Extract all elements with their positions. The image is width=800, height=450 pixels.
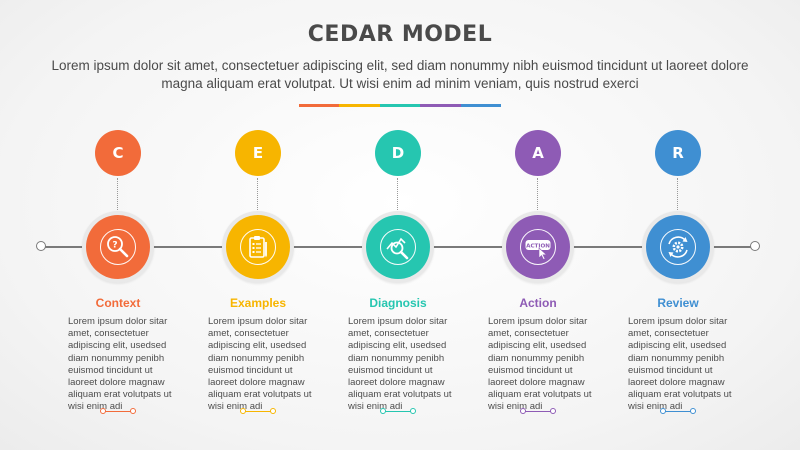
mini-connector <box>384 411 412 413</box>
page-title: CEDAR MODEL <box>307 22 493 47</box>
step-review: R Review Lorem ipsum dolor sitar amet, c… <box>608 0 748 450</box>
mini-dot-right <box>550 408 556 414</box>
dotted-connector <box>117 178 118 212</box>
svg-text:?: ? <box>112 241 117 251</box>
step-letter-badge: C <box>95 130 141 176</box>
action-icon-label: ACTION <box>526 244 550 250</box>
timeline-end-dot <box>750 241 760 251</box>
icon-ring <box>520 229 556 265</box>
step-examples: E Examples Lorem ipsum dolor sitar amet,… <box>188 0 328 450</box>
mini-dot-right <box>130 408 136 414</box>
dotted-connector <box>677 178 678 212</box>
step-context: C ? Context Lorem ipsum dolor sitar amet… <box>48 0 188 450</box>
step-letter-badge: R <box>655 130 701 176</box>
dotted-connector <box>397 178 398 212</box>
icon-ring <box>240 229 276 265</box>
mini-dot-right <box>690 408 696 414</box>
mini-dot-right <box>270 408 276 414</box>
step-description: Lorem ipsum dolor sitar amet, consectetu… <box>628 316 732 413</box>
title-underline-segment <box>299 104 340 107</box>
step-description: Lorem ipsum dolor sitar amet, consectetu… <box>68 316 172 413</box>
dotted-connector <box>537 178 538 212</box>
step-title: Context <box>95 296 141 310</box>
step-title: Examples <box>229 296 287 310</box>
title-underline <box>299 104 502 107</box>
title-underline-segment <box>379 104 421 107</box>
title-underline-segment <box>460 104 502 107</box>
mini-dot-left <box>100 408 106 414</box>
mini-dot-left <box>240 408 246 414</box>
step-description: Lorem ipsum dolor sitar amet, consectetu… <box>348 316 452 413</box>
step-letter-badge: A <box>515 130 561 176</box>
chart-magnifier-icon <box>386 237 409 260</box>
icon-ring <box>100 229 136 265</box>
mini-dot-left <box>660 408 666 414</box>
mini-dot-right <box>410 408 416 414</box>
step-description: Lorem ipsum dolor sitar amet, consectetu… <box>208 316 312 413</box>
icon-ring <box>660 229 696 265</box>
step-title: Review <box>657 296 699 310</box>
step-title: Diagnosis <box>369 296 427 310</box>
step-diagnosis: D Diagnosis Lorem ipsum dolor sitar amet… <box>328 0 468 450</box>
step-action: A ACTION Action Lorem ipsum dolor sitar … <box>468 0 608 450</box>
title-underline-segment <box>420 104 461 107</box>
clipboard-checklist-icon <box>249 236 267 258</box>
icon-ring <box>380 229 416 265</box>
step-letter-badge: D <box>375 130 421 176</box>
step-letter-badge: E <box>235 130 281 176</box>
title-underline-segment <box>339 104 380 107</box>
mini-dot-left <box>520 408 526 414</box>
action-button-cursor-icon: ACTION <box>525 240 551 260</box>
step-title: Action <box>519 296 557 310</box>
mini-dot-left <box>380 408 386 414</box>
mini-connector <box>244 411 272 413</box>
magnifier-question-icon: ? <box>107 236 129 258</box>
mini-connector <box>104 411 132 413</box>
dotted-connector <box>257 178 258 212</box>
mini-connector <box>664 411 692 413</box>
mini-connector <box>524 411 552 413</box>
step-description: Lorem ipsum dolor sitar amet, consectetu… <box>488 316 592 413</box>
page-subtitle: Lorem ipsum dolor sit amet, consectetuer… <box>51 58 749 91</box>
timeline-start-dot <box>36 241 46 251</box>
gear-cycle-icon <box>668 236 688 258</box>
